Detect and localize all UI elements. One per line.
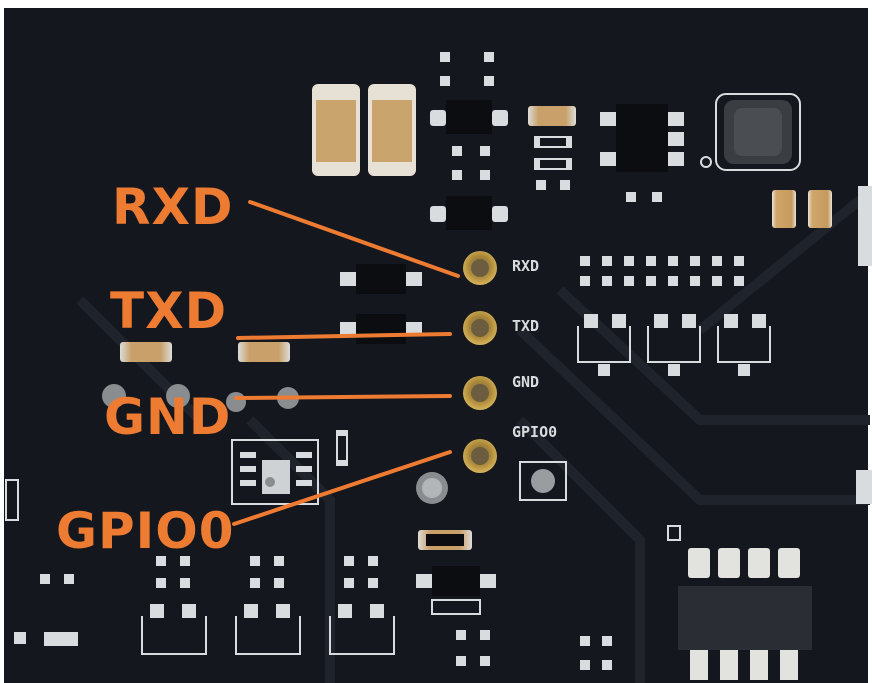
callout-txd: TXD xyxy=(110,282,228,340)
leader-txd xyxy=(236,332,452,340)
silkscreen-rxd: RXD xyxy=(512,257,540,275)
leader-gnd xyxy=(234,394,452,400)
sensor-chip xyxy=(231,430,348,505)
callout-lines xyxy=(232,200,460,526)
silkscreen-gpio0: GPIO0 xyxy=(512,423,558,441)
inductor xyxy=(715,93,801,171)
right-edge-caps xyxy=(772,186,872,266)
callout-gpio0: GPIO0 xyxy=(56,502,235,560)
soic-chip xyxy=(667,470,872,680)
left-resistors xyxy=(120,342,290,362)
leader-gpio0 xyxy=(232,450,452,526)
callout-gnd: GND xyxy=(104,388,232,446)
header-pads xyxy=(463,251,497,473)
callout-rxd: RXD xyxy=(112,178,234,236)
left-test-pads xyxy=(102,384,299,412)
center-vias xyxy=(416,461,567,504)
bottom-transistors xyxy=(14,556,384,646)
silkscreen-gnd: GND xyxy=(512,373,540,391)
left-transistors xyxy=(340,264,422,344)
bottom-center-components xyxy=(416,530,612,670)
sot-transistors-right xyxy=(577,326,771,363)
top-right-components xyxy=(528,104,712,202)
leader-rxd xyxy=(248,200,460,278)
silkscreen-txd: TXD xyxy=(512,317,540,335)
tall-capacitors xyxy=(312,84,416,176)
resistor-grid xyxy=(580,256,744,286)
top-center-components xyxy=(430,52,508,230)
